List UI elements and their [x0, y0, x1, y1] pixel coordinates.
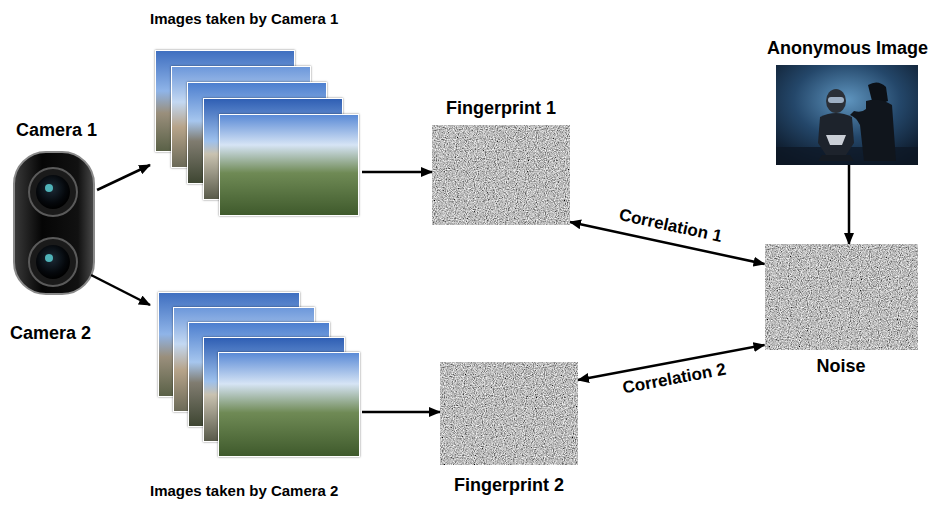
node-picture: [432, 125, 570, 225]
connector-arrow: [91, 275, 150, 305]
node-picture: [150, 290, 362, 462]
camera-lens-area: [16, 142, 96, 222]
node-label: Anonymous Image: [767, 38, 928, 60]
node-label: Noise: [816, 356, 865, 378]
anonymous-photo: [776, 65, 918, 165]
diagram-node: Noise: [765, 244, 918, 378]
edge-label: Correlation 2: [619, 359, 730, 399]
noise-image: [432, 125, 570, 225]
node-label: Images taken by Camera 1: [150, 10, 338, 28]
edge-label: Correlation 1: [615, 205, 726, 248]
diagram-node: Images taken by Camera 1: [150, 10, 362, 218]
node-label: Fingerprint 2: [454, 475, 564, 497]
node-label: Camera 1: [16, 120, 97, 142]
diagram-node: Fingerprint 1: [432, 98, 570, 225]
node-label: Fingerprint 1: [446, 98, 556, 120]
photo: [218, 352, 360, 457]
node-label: Camera 2: [10, 323, 91, 345]
diagram-node: Camera 1: [16, 120, 97, 222]
camera-lens-area: [10, 235, 90, 323]
node-picture: [776, 65, 918, 165]
noise-image: [765, 244, 918, 350]
diagram-node: Fingerprint 2: [440, 362, 578, 497]
photo: [219, 114, 359, 216]
connector-arrow: [848, 165, 851, 244]
node-label: Images taken by Camera 2: [150, 482, 338, 500]
node-picture: [765, 244, 918, 350]
diagram-node: Camera 2: [10, 235, 91, 345]
node-picture: [440, 362, 578, 465]
connector-arrow: [362, 171, 432, 174]
noise-image: [440, 362, 578, 465]
connector-arrow: [97, 165, 150, 190]
node-picture: [150, 30, 362, 218]
diagram-node: Anonymous Image: [767, 38, 928, 165]
connector-arrow: [362, 411, 440, 414]
diagram-node: Images taken by Camera 2: [150, 290, 362, 500]
